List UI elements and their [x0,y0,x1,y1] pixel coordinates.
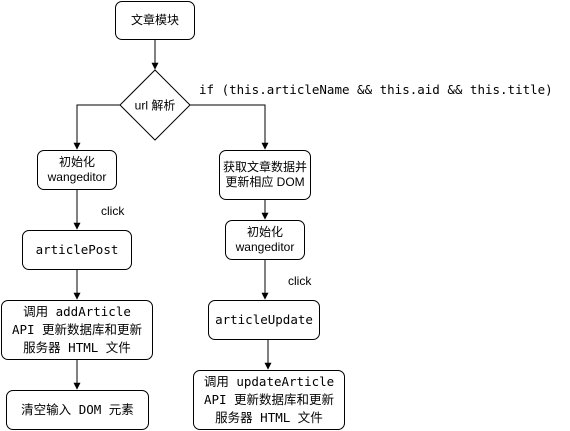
decision-label: url 解析 [134,98,176,113]
node-call-add-article: 调用 addArticle API 更新数据库和更新 服务器 HTML 文件 [1,300,153,360]
node-call-update-article: 调用 updateArticle API 更新数据库和更新 服务器 HTML 文… [193,370,345,430]
node-init-wangeditor-left: 初始化 wangeditor [37,150,117,190]
edge-decision-to-init-left [73,104,120,150]
edge-decision-to-fetch-data [190,104,269,150]
node-article-module: 文章模块 [115,1,195,40]
decision-diamond [119,69,191,141]
node-article-update: articleUpdate [208,300,320,340]
edge-label-click-left: click [101,204,125,218]
edge-label-click-right: click [288,274,312,288]
node-init-wangeditor-right: 初始化 wangeditor [225,220,305,260]
edge-label-condition: if (this.articleName && this.aid && this… [199,82,553,97]
node-clear-dom: 清空输入 DOM 元素 [6,390,149,430]
node-fetch-article-data: 获取文章数据并 更新相应 DOM [219,150,311,200]
node-article-post: articlePost [22,230,132,270]
